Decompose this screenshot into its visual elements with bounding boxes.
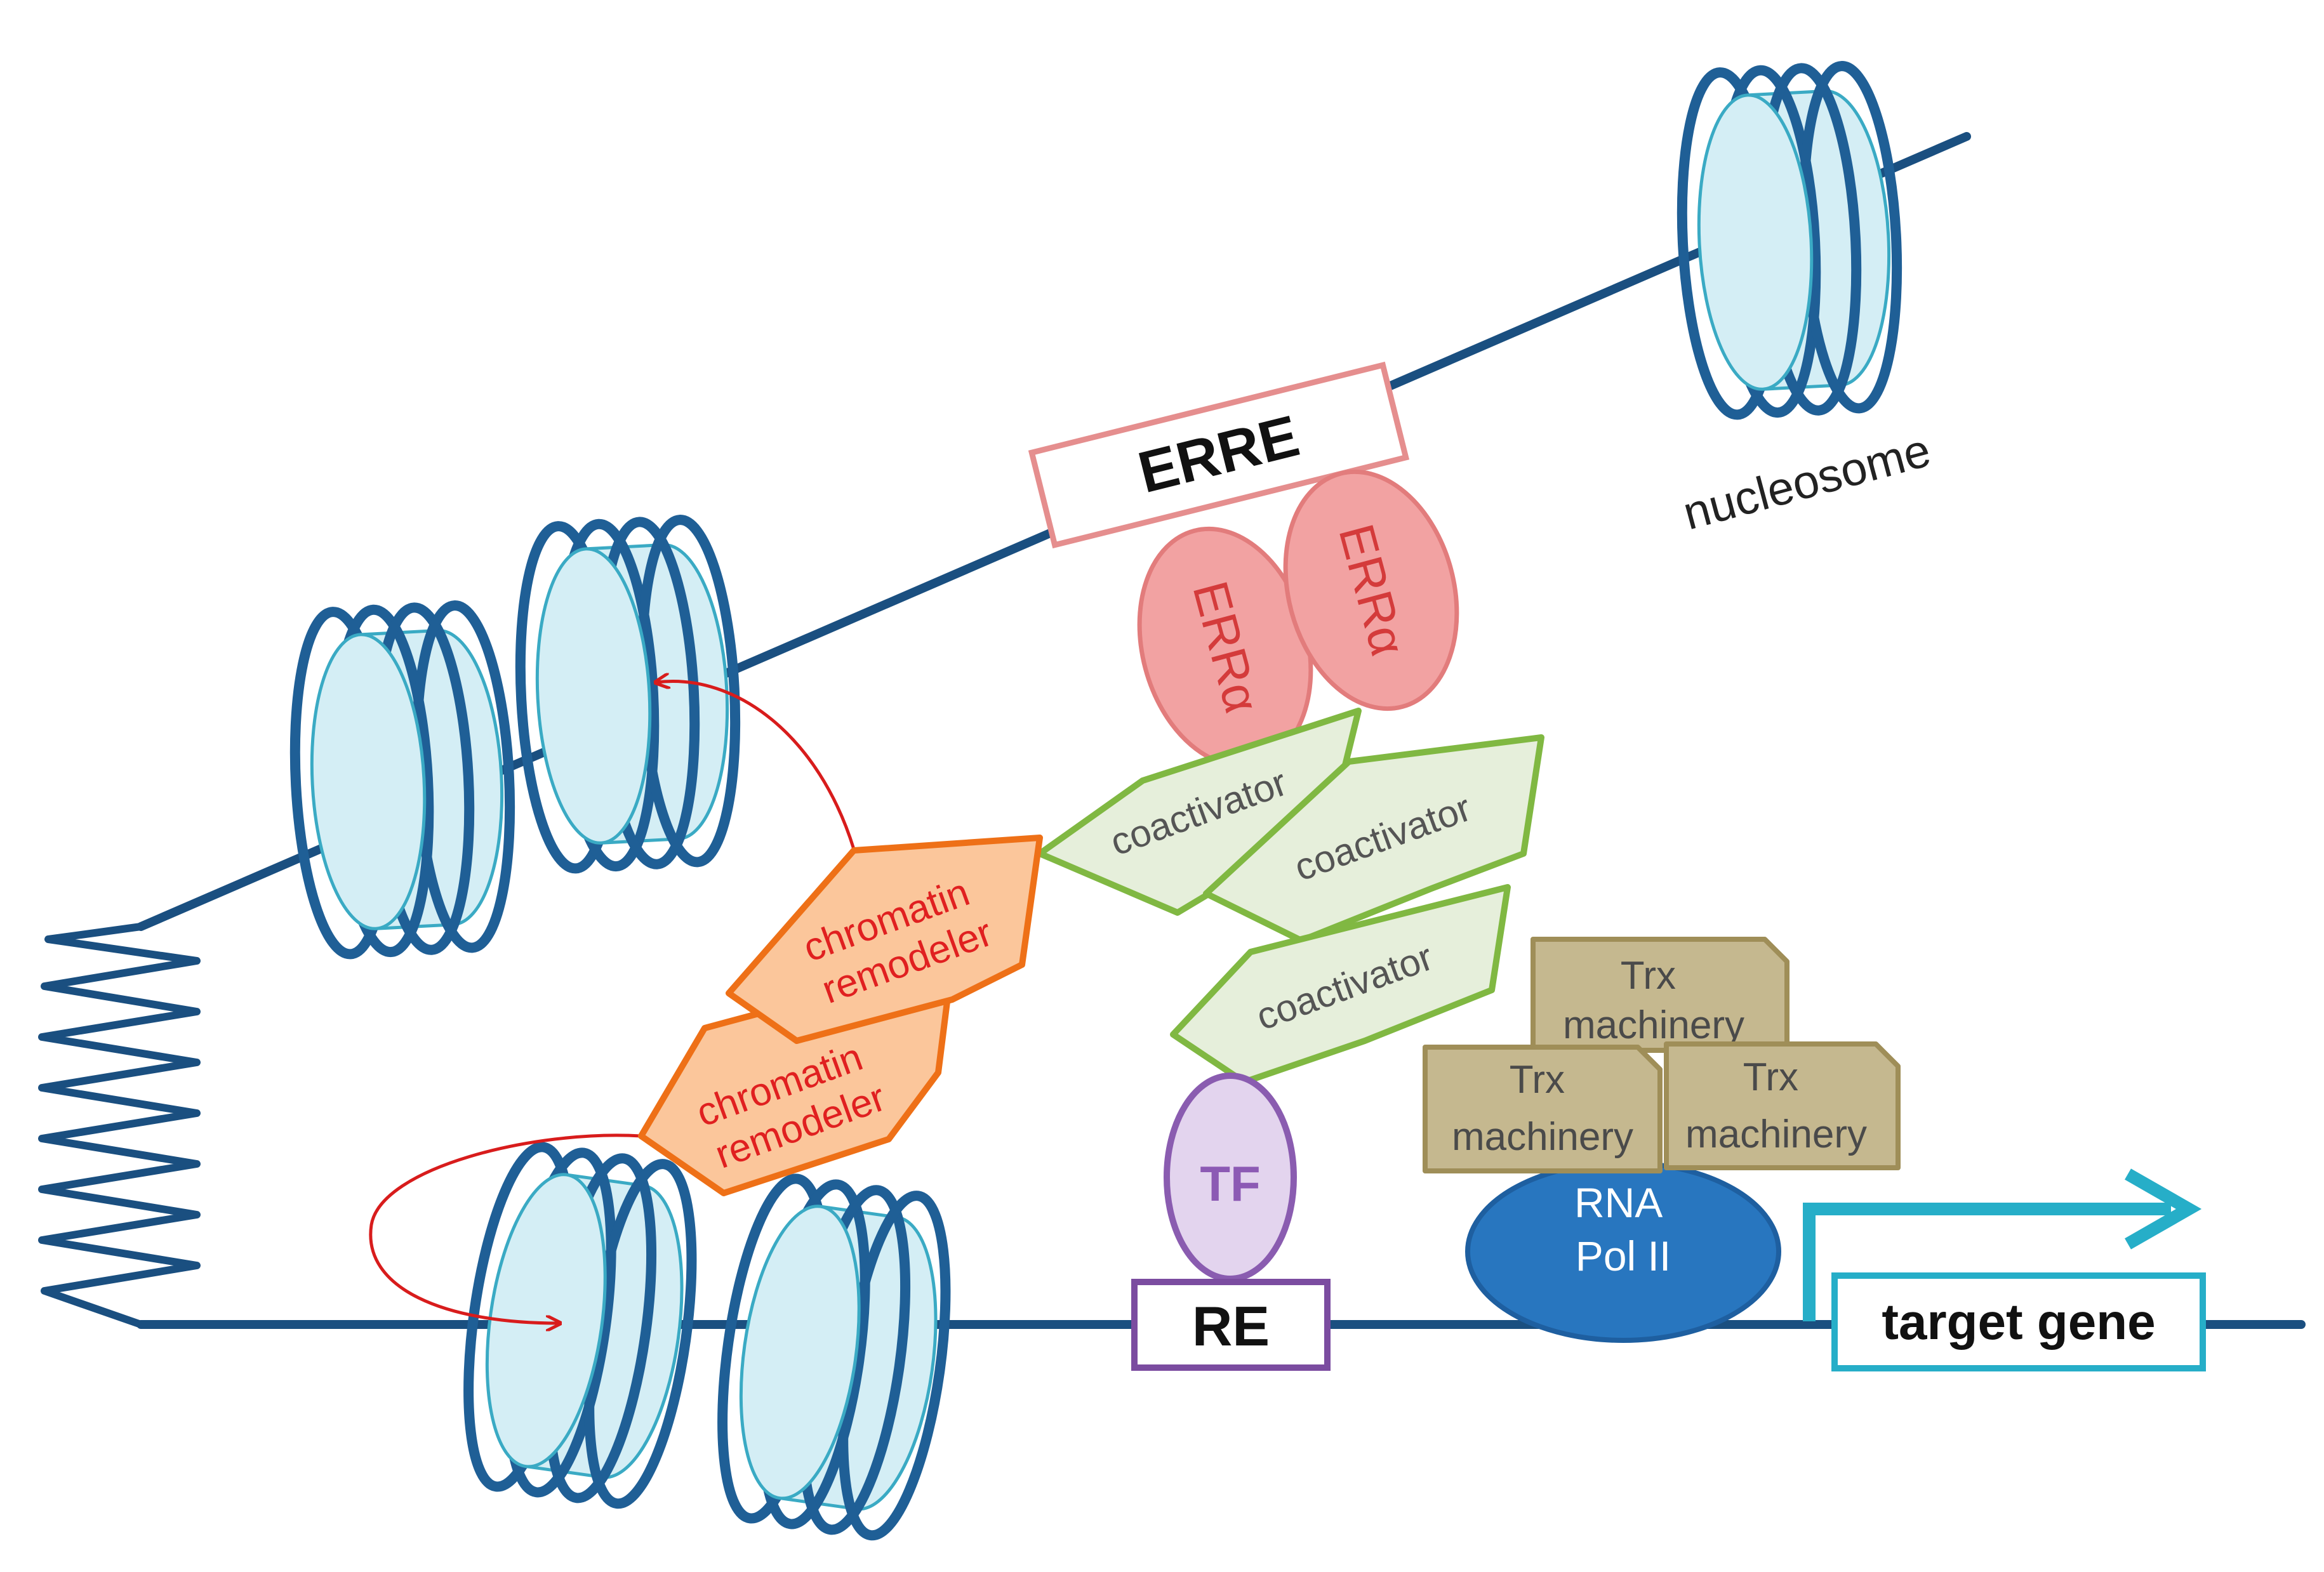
- trx-machinery-top-line-2: machinery: [1563, 1003, 1744, 1047]
- re-element: [1131, 1279, 1331, 1371]
- nucleosome-lower-left: [451, 1141, 710, 1510]
- transcription-start-arrow: [1803, 1203, 2171, 1321]
- coactivator-3: coactivator: [1170, 884, 1511, 1085]
- target-gene-box: [1831, 1272, 2206, 1371]
- dna-coil: [38, 923, 201, 1328]
- trx-machinery-right-text: Trx machinery: [1685, 1055, 1867, 1156]
- trx-machinery-right-line-2: machinery: [1685, 1113, 1867, 1156]
- trx-machinery-top: Trx machinery: [1531, 937, 1789, 1053]
- chromatin-remodeler-upper: chromatin remodeler: [726, 835, 1043, 1044]
- coactivator-2: coactivator: [1203, 734, 1544, 944]
- erre-element: ERRE: [1028, 361, 1410, 549]
- nucleosome-label: nucleosome: [1678, 423, 1936, 539]
- trx-machinery-left-line-2: machinery: [1452, 1115, 1633, 1159]
- trx-machinery-top-line-1: Trx: [1621, 954, 1676, 998]
- erra-subunit-right: ERRα: [1283, 469, 1459, 711]
- transcription-start-arrowhead: [2125, 1168, 2202, 1250]
- trx-machinery-bottom-right: Trx machinery: [1664, 1041, 1901, 1170]
- trx-machinery-top-text: Trx machinery: [1563, 954, 1744, 1047]
- trx-machinery-right-line-1: Trx: [1743, 1055, 1798, 1099]
- trx-machinery-left-text: Trx machinery: [1452, 1058, 1633, 1159]
- erra-subunit-left: ERRα: [1137, 526, 1313, 769]
- nucleosome-lower-right: [705, 1173, 964, 1542]
- tf-label: TF: [1200, 1156, 1260, 1212]
- nucleosome-upper-left: [287, 603, 518, 956]
- rna-pol-ii-line-2: Pol II: [1576, 1232, 1671, 1279]
- nucleosome-upper-right: [1674, 63, 1905, 417]
- trx-machinery-left-line-1: Trx: [1510, 1058, 1565, 1102]
- rna-pol-ii-text: RNA Pol II: [1574, 1179, 1672, 1279]
- remodeler-arrow-lower: [369, 1133, 642, 1323]
- trx-machinery-bottom-left: Trx machinery: [1423, 1045, 1663, 1173]
- nucleosome-upper-middle: [512, 517, 743, 871]
- rna-pol-ii-line-1: RNA: [1574, 1179, 1663, 1226]
- target-gene-label: target gene: [1882, 1293, 2155, 1350]
- remodeler-arrow-upper: [657, 682, 856, 850]
- re-label: RE: [1192, 1295, 1270, 1357]
